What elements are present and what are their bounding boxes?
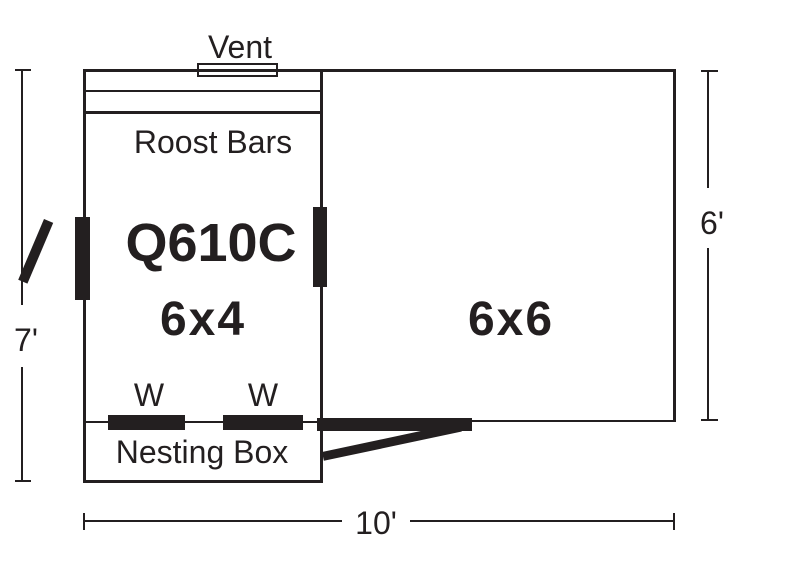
nesting-box-label: Nesting Box — [115, 434, 289, 470]
dim-right-line-upper — [707, 70, 709, 188]
vent-symbol — [197, 63, 278, 77]
dim-left-label: 7' — [14, 322, 38, 358]
run-door-panel — [317, 418, 472, 431]
vent-label: Vent — [207, 29, 273, 65]
dim-bottom-cap-right — [673, 513, 675, 530]
window-label-2: W — [247, 377, 279, 413]
dim-right-line-lower — [707, 248, 709, 421]
roost-bars-label: Roost Bars — [133, 124, 293, 160]
roost-bar-line-2 — [86, 111, 320, 114]
top-wall — [83, 69, 676, 72]
left-door-swing — [18, 219, 54, 284]
right-wall — [673, 69, 676, 422]
dim-left-cap-top — [15, 69, 31, 71]
dim-bottom-label: 10' — [355, 505, 397, 541]
dim-right-cap-bottom — [701, 419, 718, 421]
dim-left-line-upper — [21, 69, 23, 305]
window-label-1: W — [133, 377, 165, 413]
coop-bottom-wall — [83, 480, 323, 483]
nesting-box-line — [86, 421, 320, 423]
dim-right-label: 6' — [700, 205, 724, 241]
window-bar-1 — [108, 415, 185, 430]
coop-size-label: 6x4 — [159, 293, 247, 346]
window-bar-2 — [223, 415, 303, 430]
run-bottom-wall — [470, 420, 676, 422]
roost-bar-line-1 — [86, 90, 320, 92]
dim-bottom-line-right — [410, 520, 675, 522]
run-size-label: 6x6 — [467, 293, 555, 346]
dim-left-cap-bottom — [15, 480, 31, 482]
dim-bottom-line-left — [83, 520, 342, 522]
divider-door-jamb — [313, 207, 327, 287]
dim-left-line-lower — [21, 367, 23, 482]
left-door-jamb — [75, 217, 90, 300]
dim-right-cap-top — [701, 70, 718, 72]
model-label: Q610C — [125, 213, 297, 273]
